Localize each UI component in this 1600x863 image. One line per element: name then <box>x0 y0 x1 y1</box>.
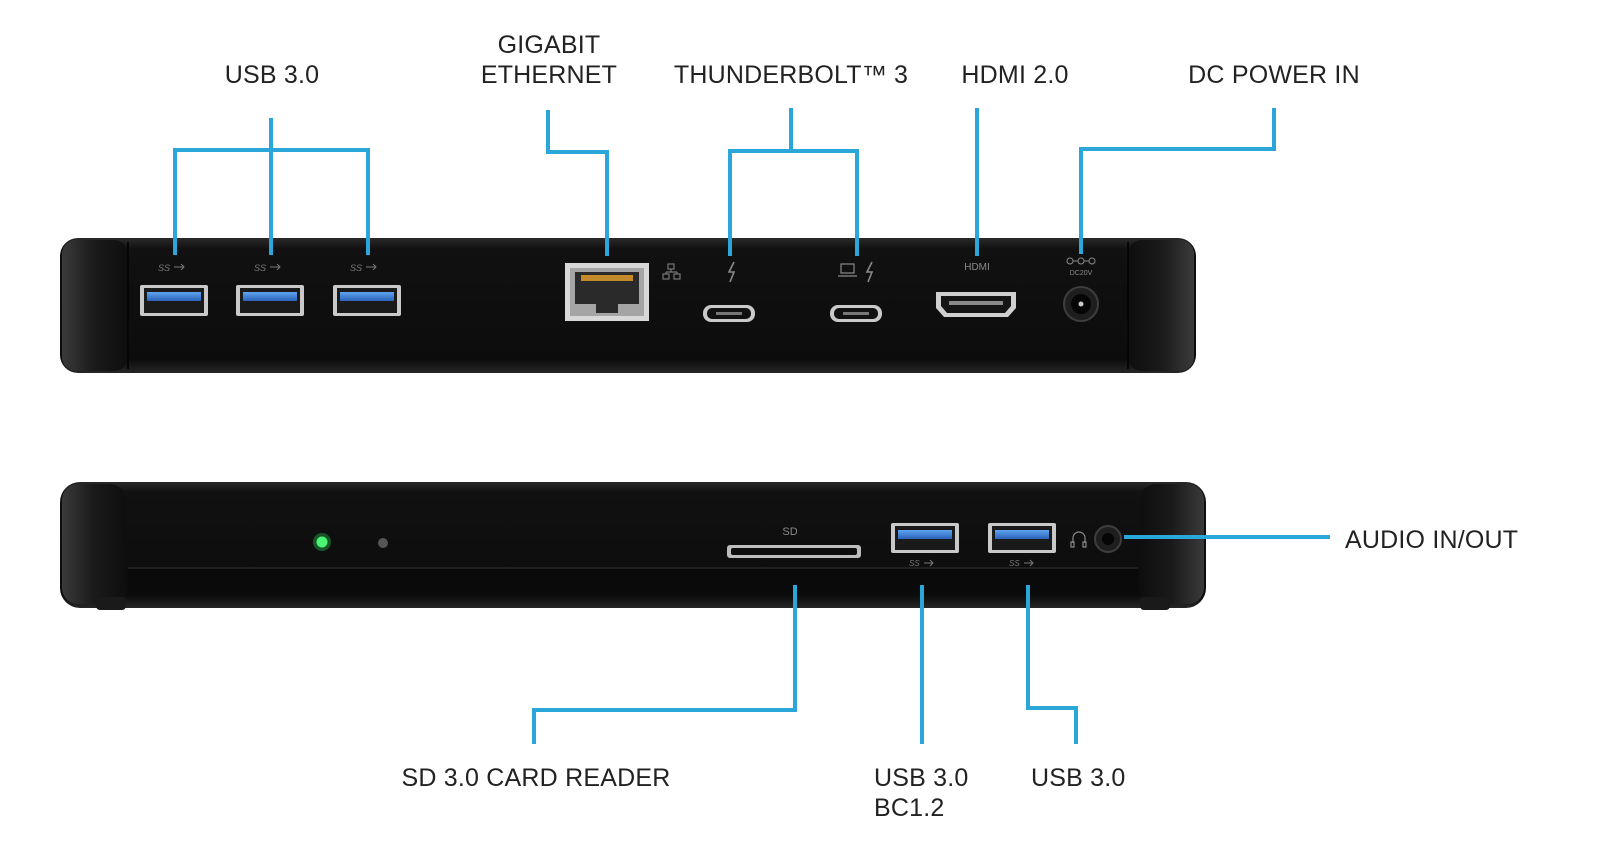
label-bc12: BC1.2 <box>874 794 945 822</box>
dock-rear-panel: SS SS SS <box>60 238 1196 373</box>
leader-usb30-top <box>173 118 370 255</box>
dc-power-jack <box>1063 286 1099 322</box>
leader-thunderbolt <box>728 108 859 256</box>
label-thunderbolt: THUNDERBOLT™ 3 <box>673 61 909 89</box>
thunderbolt-port-2 <box>830 305 882 322</box>
ss-usb-mark-front-2: SS <box>1009 559 1020 568</box>
sd-card-slot <box>727 545 861 558</box>
hdmi-port <box>936 292 1016 317</box>
dock-front-right-cap <box>1140 484 1204 604</box>
label-audio: AUDIO IN/OUT <box>1345 526 1519 554</box>
usb-port-front-bc12 <box>891 523 959 553</box>
usb-trident-icon <box>366 263 377 271</box>
label-usb30-bc12: USB 3.0 <box>874 764 969 792</box>
hdmi-port-marking: HDMI <box>964 262 990 273</box>
leader-dc-power <box>1079 108 1276 254</box>
label-ethernet: ETHERNET <box>480 61 618 89</box>
network-icon <box>662 263 681 280</box>
leader-gigabit-ethernet <box>546 110 609 256</box>
usb-port-rear-3 <box>333 285 401 316</box>
leader-usb30-front <box>1026 585 1078 744</box>
dock-rear-right-cap <box>1128 240 1194 371</box>
usb-port-front <box>988 523 1056 553</box>
label-sd-reader: SD 3.0 CARD READER <box>401 764 671 792</box>
label-hdmi: HDMI 2.0 <box>961 61 1069 89</box>
sd-slot-marking: SD <box>782 526 797 538</box>
leader-lines <box>173 108 1330 744</box>
label-usb30-front: USB 3.0 <box>1031 764 1126 792</box>
label-gigabit: GIGABIT <box>497 31 601 59</box>
ethernet-port <box>565 263 649 321</box>
dock-foot-right <box>1140 597 1170 610</box>
audio-jack <box>1094 525 1122 553</box>
dock-rear-left-cap <box>62 240 128 371</box>
laptop-icon <box>838 263 857 277</box>
dc-voltage-marking: DC20V <box>1070 270 1093 277</box>
dock-front-left-cap <box>62 484 126 604</box>
dock-front-panel: SD SS SS <box>60 482 1206 610</box>
thunderbolt-icon <box>865 261 874 283</box>
ss-usb-mark-front-1: SS <box>909 559 920 568</box>
dc-polarity-icon <box>1066 257 1096 265</box>
thunderbolt-port-1 <box>703 305 755 322</box>
ss-usb-mark-2: SS <box>254 263 266 273</box>
usb-trident-icon <box>174 263 185 271</box>
usb-trident-icon <box>924 559 934 567</box>
ss-usb-mark-3: SS <box>350 263 362 273</box>
ss-usb-mark-1: SS <box>158 263 170 273</box>
usb-port-rear-2 <box>236 285 304 316</box>
label-usb30-top: USB 3.0 <box>224 61 320 89</box>
dock-foot-left <box>96 597 126 610</box>
usb-trident-icon <box>270 263 281 271</box>
usb-trident-icon <box>1024 559 1034 567</box>
label-dc-power: DC POWER IN <box>1188 61 1360 89</box>
status-led <box>378 538 388 548</box>
leader-sd-reader <box>532 585 797 744</box>
power-led <box>316 536 328 548</box>
thunderbolt-icon <box>727 261 736 283</box>
usb-port-rear-1 <box>140 285 208 316</box>
headphone-icon <box>1070 531 1087 548</box>
